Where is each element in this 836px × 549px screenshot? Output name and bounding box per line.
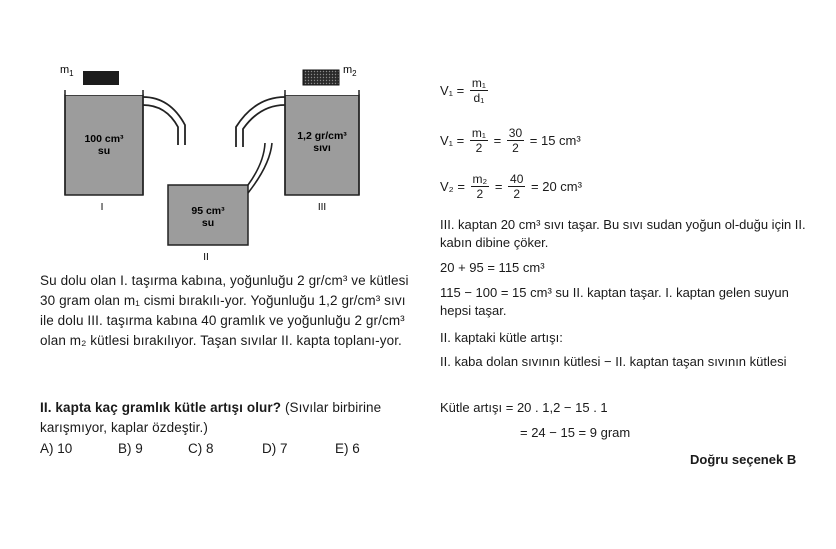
solution-line-3: 115 − 100 = 15 cm³ su II. kaptan taşar. … — [440, 285, 789, 318]
container-2-liquid-name: su — [202, 217, 214, 229]
m1-sub: 1 — [69, 69, 74, 78]
container-3-roman: III — [318, 202, 326, 213]
option-c[interactable]: C) 8 — [188, 441, 214, 456]
question-rest: (Sıvılar birbirine karışmıyor, kaplar öz… — [40, 400, 382, 435]
container-2-volume: 95 cm³ — [191, 205, 225, 217]
problem-question: II. kapta kaç gramlık kütle artışı olur?… — [40, 398, 415, 438]
container-3-liquid-name: sıvı — [313, 142, 331, 154]
solution-line-6: = 24 − 15 = 9 gram — [520, 425, 631, 440]
spout-3 — [235, 96, 286, 147]
container-1-volume: 100 cm³ — [84, 133, 124, 145]
eq3-den2: 2 — [513, 187, 521, 201]
eq2-den2: 2 — [512, 141, 519, 155]
correct-answer: Doğru seçenek B — [690, 452, 797, 467]
container-1-roman: I — [101, 202, 104, 213]
solution-heading: II. kaptaki kütle artışı: — [440, 330, 563, 345]
solution-line-1: III. kaptan 20 cm³ sıvı taşar. Bu sıvı s… — [440, 217, 806, 250]
option-e[interactable]: E) 6 — [335, 441, 360, 456]
container-1-liquid-name: su — [98, 145, 110, 157]
option-d[interactable]: D) 7 — [262, 441, 288, 456]
eq2-num1: m₁ — [469, 126, 488, 141]
eq2-num2: 30 — [506, 126, 525, 141]
option-b[interactable]: B) 9 — [118, 441, 143, 456]
m2-label: m — [343, 64, 352, 76]
eq1-den: d₁ — [473, 91, 485, 105]
eq3-equals: = — [494, 179, 503, 194]
eq2-den1: 2 — [475, 141, 483, 155]
eq3-rhs: = 20 cm³ — [531, 179, 582, 194]
m2-sub: 2 — [352, 69, 357, 78]
eq3-lhs: V₂ = — [440, 179, 465, 194]
solution-line-5: Kütle artışı = 20 . 1,2 − 15 . 1 — [440, 400, 608, 415]
eq1-lhs: V₁ = — [440, 83, 465, 98]
container-2-liquid — [167, 184, 249, 246]
answer-options: A) 10 B) 9 C) 8 D) 7 E) 6 — [40, 441, 420, 461]
eq2-rhs: = 15 cm³ — [529, 133, 581, 148]
spout-2 — [247, 142, 273, 194]
eq3-den1: 2 — [476, 187, 484, 201]
eq1-num: m₁ — [469, 76, 488, 91]
solution-line-2: 20 + 95 = 115 cm³ — [440, 260, 545, 275]
question-bold: II. kapta kaç gramlık kütle artışı olur? — [40, 400, 282, 415]
eq3-num1: m₂ — [470, 172, 490, 187]
svg-text:m2: m2 — [343, 64, 357, 78]
m1-label: m — [60, 64, 69, 76]
m2-block — [302, 69, 340, 86]
solution-line-4: II. kaba dolan sıvının kütlesi − II. kap… — [440, 354, 787, 369]
option-a[interactable]: A) 10 — [40, 441, 73, 456]
container-2-roman: II — [203, 252, 209, 263]
container-3-liquid — [284, 94, 360, 196]
spout-1 — [142, 96, 186, 145]
problem-text: Su dolu olan I. taşırma kabına, yoğunluğ… — [40, 273, 409, 348]
container-3-density: 1,2 gr/cm³ — [297, 130, 347, 142]
eq2-equals: = — [493, 133, 502, 148]
eq3-num2: 40 — [508, 172, 526, 187]
container-1-liquid — [64, 94, 144, 196]
taşırma-kabı-diagram: m1 100 cm³ su I 95 cm³ su II m2 1,2 gr/c… — [60, 64, 360, 263]
eq2-lhs: V₁ = — [440, 133, 465, 148]
m1-block — [83, 71, 119, 85]
svg-text:m1: m1 — [60, 64, 74, 78]
